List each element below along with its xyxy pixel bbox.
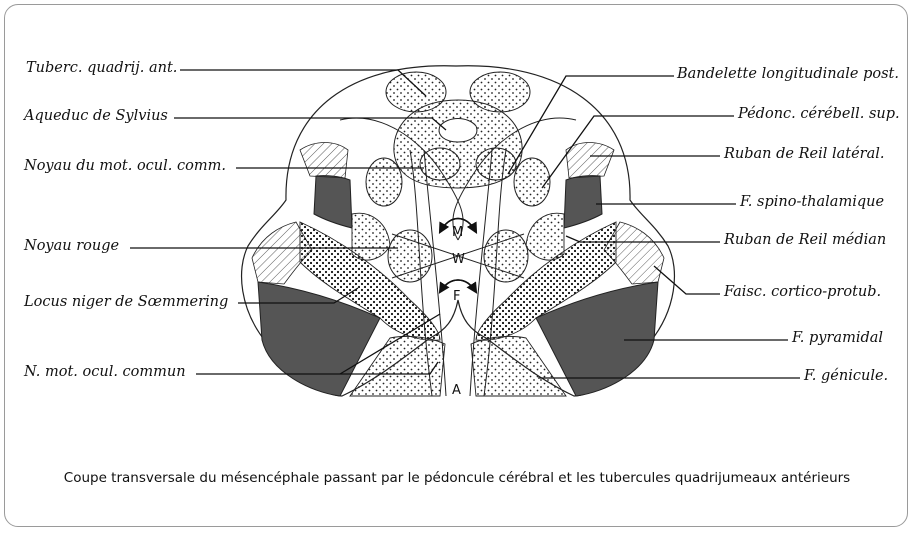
noyau-rouge-left: [388, 230, 432, 282]
label-ruban-med: Ruban de Reil médian: [724, 232, 886, 248]
letter-m: M: [452, 225, 463, 240]
label-pyramidal: F. pyramidal: [792, 330, 883, 346]
label-bandelette: Bandelette longitudinale post.: [677, 66, 899, 82]
label-spino: F. spino-thalamique: [740, 194, 884, 210]
label-n-mot: N. mot. ocul. commun: [24, 364, 186, 380]
letter-f: F: [453, 289, 460, 304]
label-noyau-mot: Noyau du mot. ocul. comm.: [24, 158, 226, 174]
label-noyau-rouge: Noyau rouge: [24, 238, 119, 254]
letter-w: W: [452, 252, 465, 267]
pedonc-left: [366, 158, 402, 206]
label-genicule: F. génicule.: [804, 368, 888, 384]
label-aqueduc: Aqueduc de Sylvius: [24, 108, 168, 124]
noyau-rouge-right: [484, 230, 528, 282]
label-pedonc: Pédonc. cérébell. sup.: [738, 106, 900, 122]
pedonc-right: [514, 158, 550, 206]
label-faisc: Faisc. cortico-protub.: [724, 284, 881, 300]
label-locus: Locus niger de Sœmmering: [24, 294, 228, 310]
noyau-mot-right: [476, 148, 516, 180]
aqueduct: [439, 119, 477, 143]
figure-caption: Coupe transversale du mésencéphale passa…: [0, 470, 914, 486]
label-tuberc: Tuberc. quadrij. ant.: [26, 60, 177, 76]
letter-a: A: [452, 383, 461, 398]
label-ruban-lat: Ruban de Reil latéral.: [724, 146, 885, 162]
